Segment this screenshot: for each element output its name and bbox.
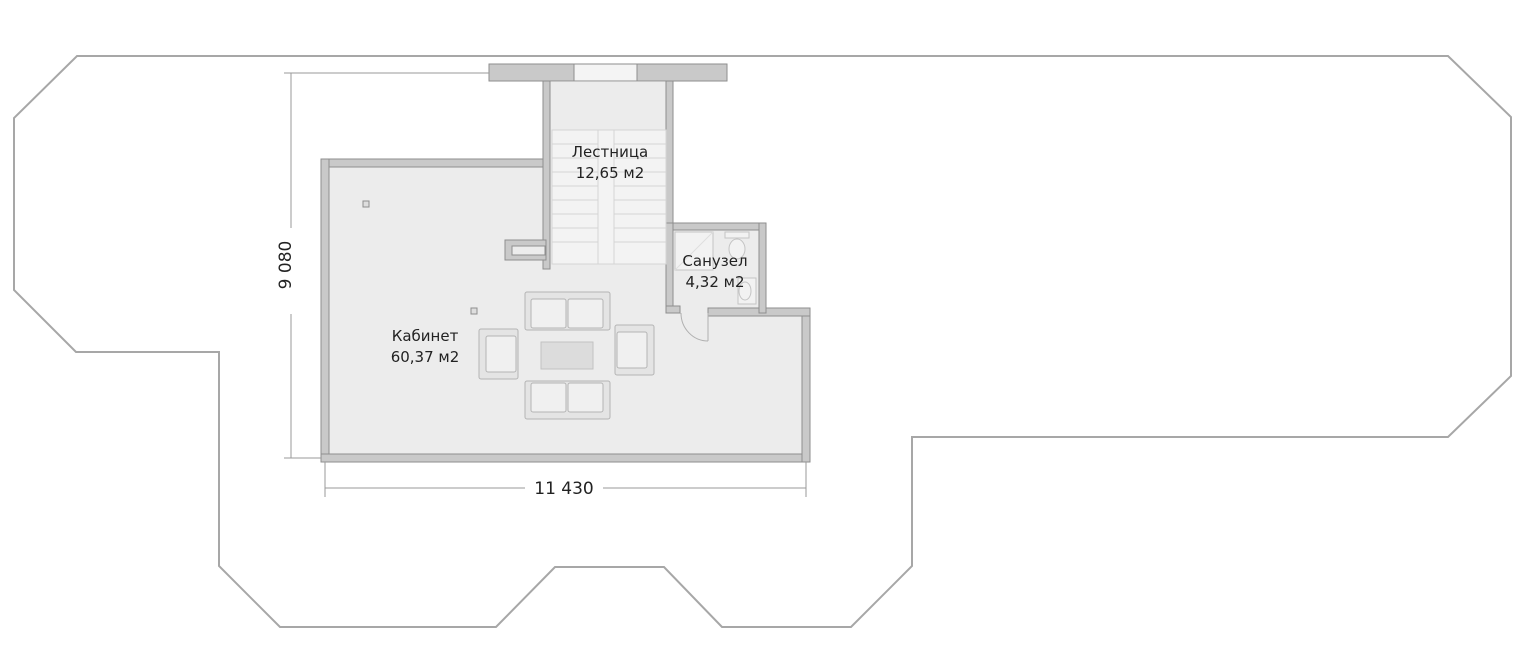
wall-bath-top [665, 222, 767, 231]
armchair-icon [478, 328, 519, 380]
partition-stub-hole [511, 245, 546, 256]
wall-bath-bottom-left [665, 305, 681, 314]
office-name: Кабинет [392, 327, 459, 345]
dimension-lines [284, 72, 807, 497]
stairs-area: 12,65 м2 [576, 164, 645, 182]
wall-office-left [320, 158, 330, 463]
sofa-icon [524, 291, 611, 331]
wall-right-lower [801, 307, 811, 463]
wall-bath-left [665, 222, 674, 314]
wall-stair-left [542, 80, 551, 270]
sofa-icon [524, 380, 611, 420]
bathroom-area: 4,32 м2 [685, 273, 744, 291]
wall-office-top [320, 158, 551, 168]
furniture [478, 291, 655, 420]
wall-bottom [320, 453, 811, 463]
column-icon [470, 307, 478, 315]
width-dimension: 11 430 [534, 479, 593, 499]
coffee-table-icon [540, 341, 594, 370]
toilet-icon [728, 238, 746, 260]
toilet-tank [724, 231, 750, 239]
door-swing-icon [680, 312, 709, 342]
office-area: 60,37 м2 [391, 348, 460, 366]
armchair-icon [614, 324, 655, 376]
parapet-left [488, 63, 575, 82]
stairs-name: Лестница [572, 143, 648, 161]
roof-outline [13, 55, 1512, 628]
height-dimension: 9 080 [276, 241, 296, 290]
column-icon [362, 200, 370, 208]
wall-bath-right [758, 222, 767, 314]
bathroom-fixtures [674, 231, 757, 305]
bathroom-name: Санузел [682, 252, 747, 270]
staircase-icon [551, 129, 667, 265]
window-top [573, 63, 638, 82]
parapet-right [636, 63, 728, 82]
walls [320, 63, 811, 463]
wall-stair-right [665, 80, 674, 231]
